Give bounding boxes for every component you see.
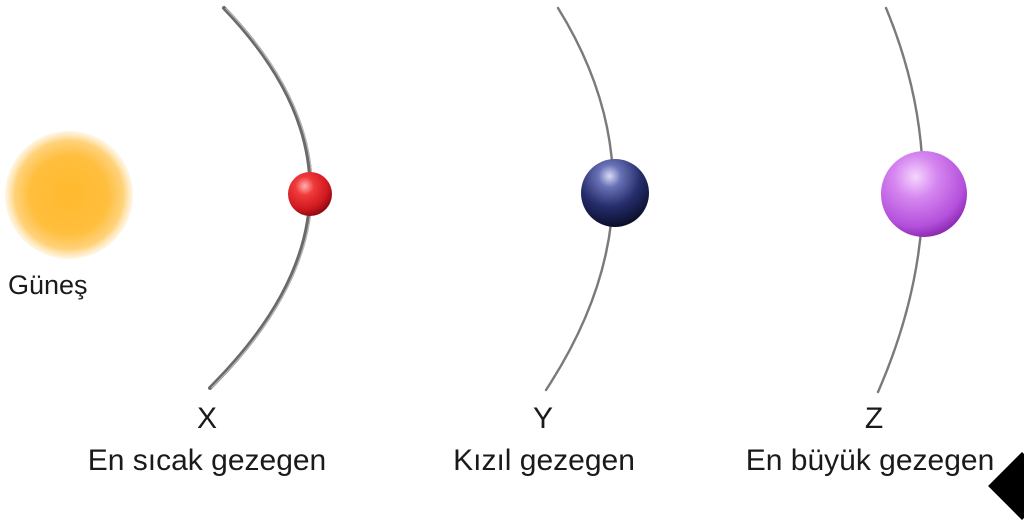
planet-y-description: Kızıl gezegen (453, 444, 635, 477)
sun-label: Güneş (8, 270, 88, 300)
red-planet-icon (288, 172, 332, 216)
planet-x-description: En sıcak gezegen (87, 444, 327, 477)
solar-system-diagram (5, 6, 967, 394)
planet-y-letter: Y (532, 402, 553, 435)
sun-icon (5, 131, 133, 259)
dark-blue-planet-icon (581, 159, 649, 227)
planet-x-letter: X (196, 402, 217, 435)
planet-z-description: En büyük gezegen (745, 444, 995, 477)
planet-z-letter: Z (864, 402, 884, 435)
purple-planet-icon (881, 151, 967, 237)
